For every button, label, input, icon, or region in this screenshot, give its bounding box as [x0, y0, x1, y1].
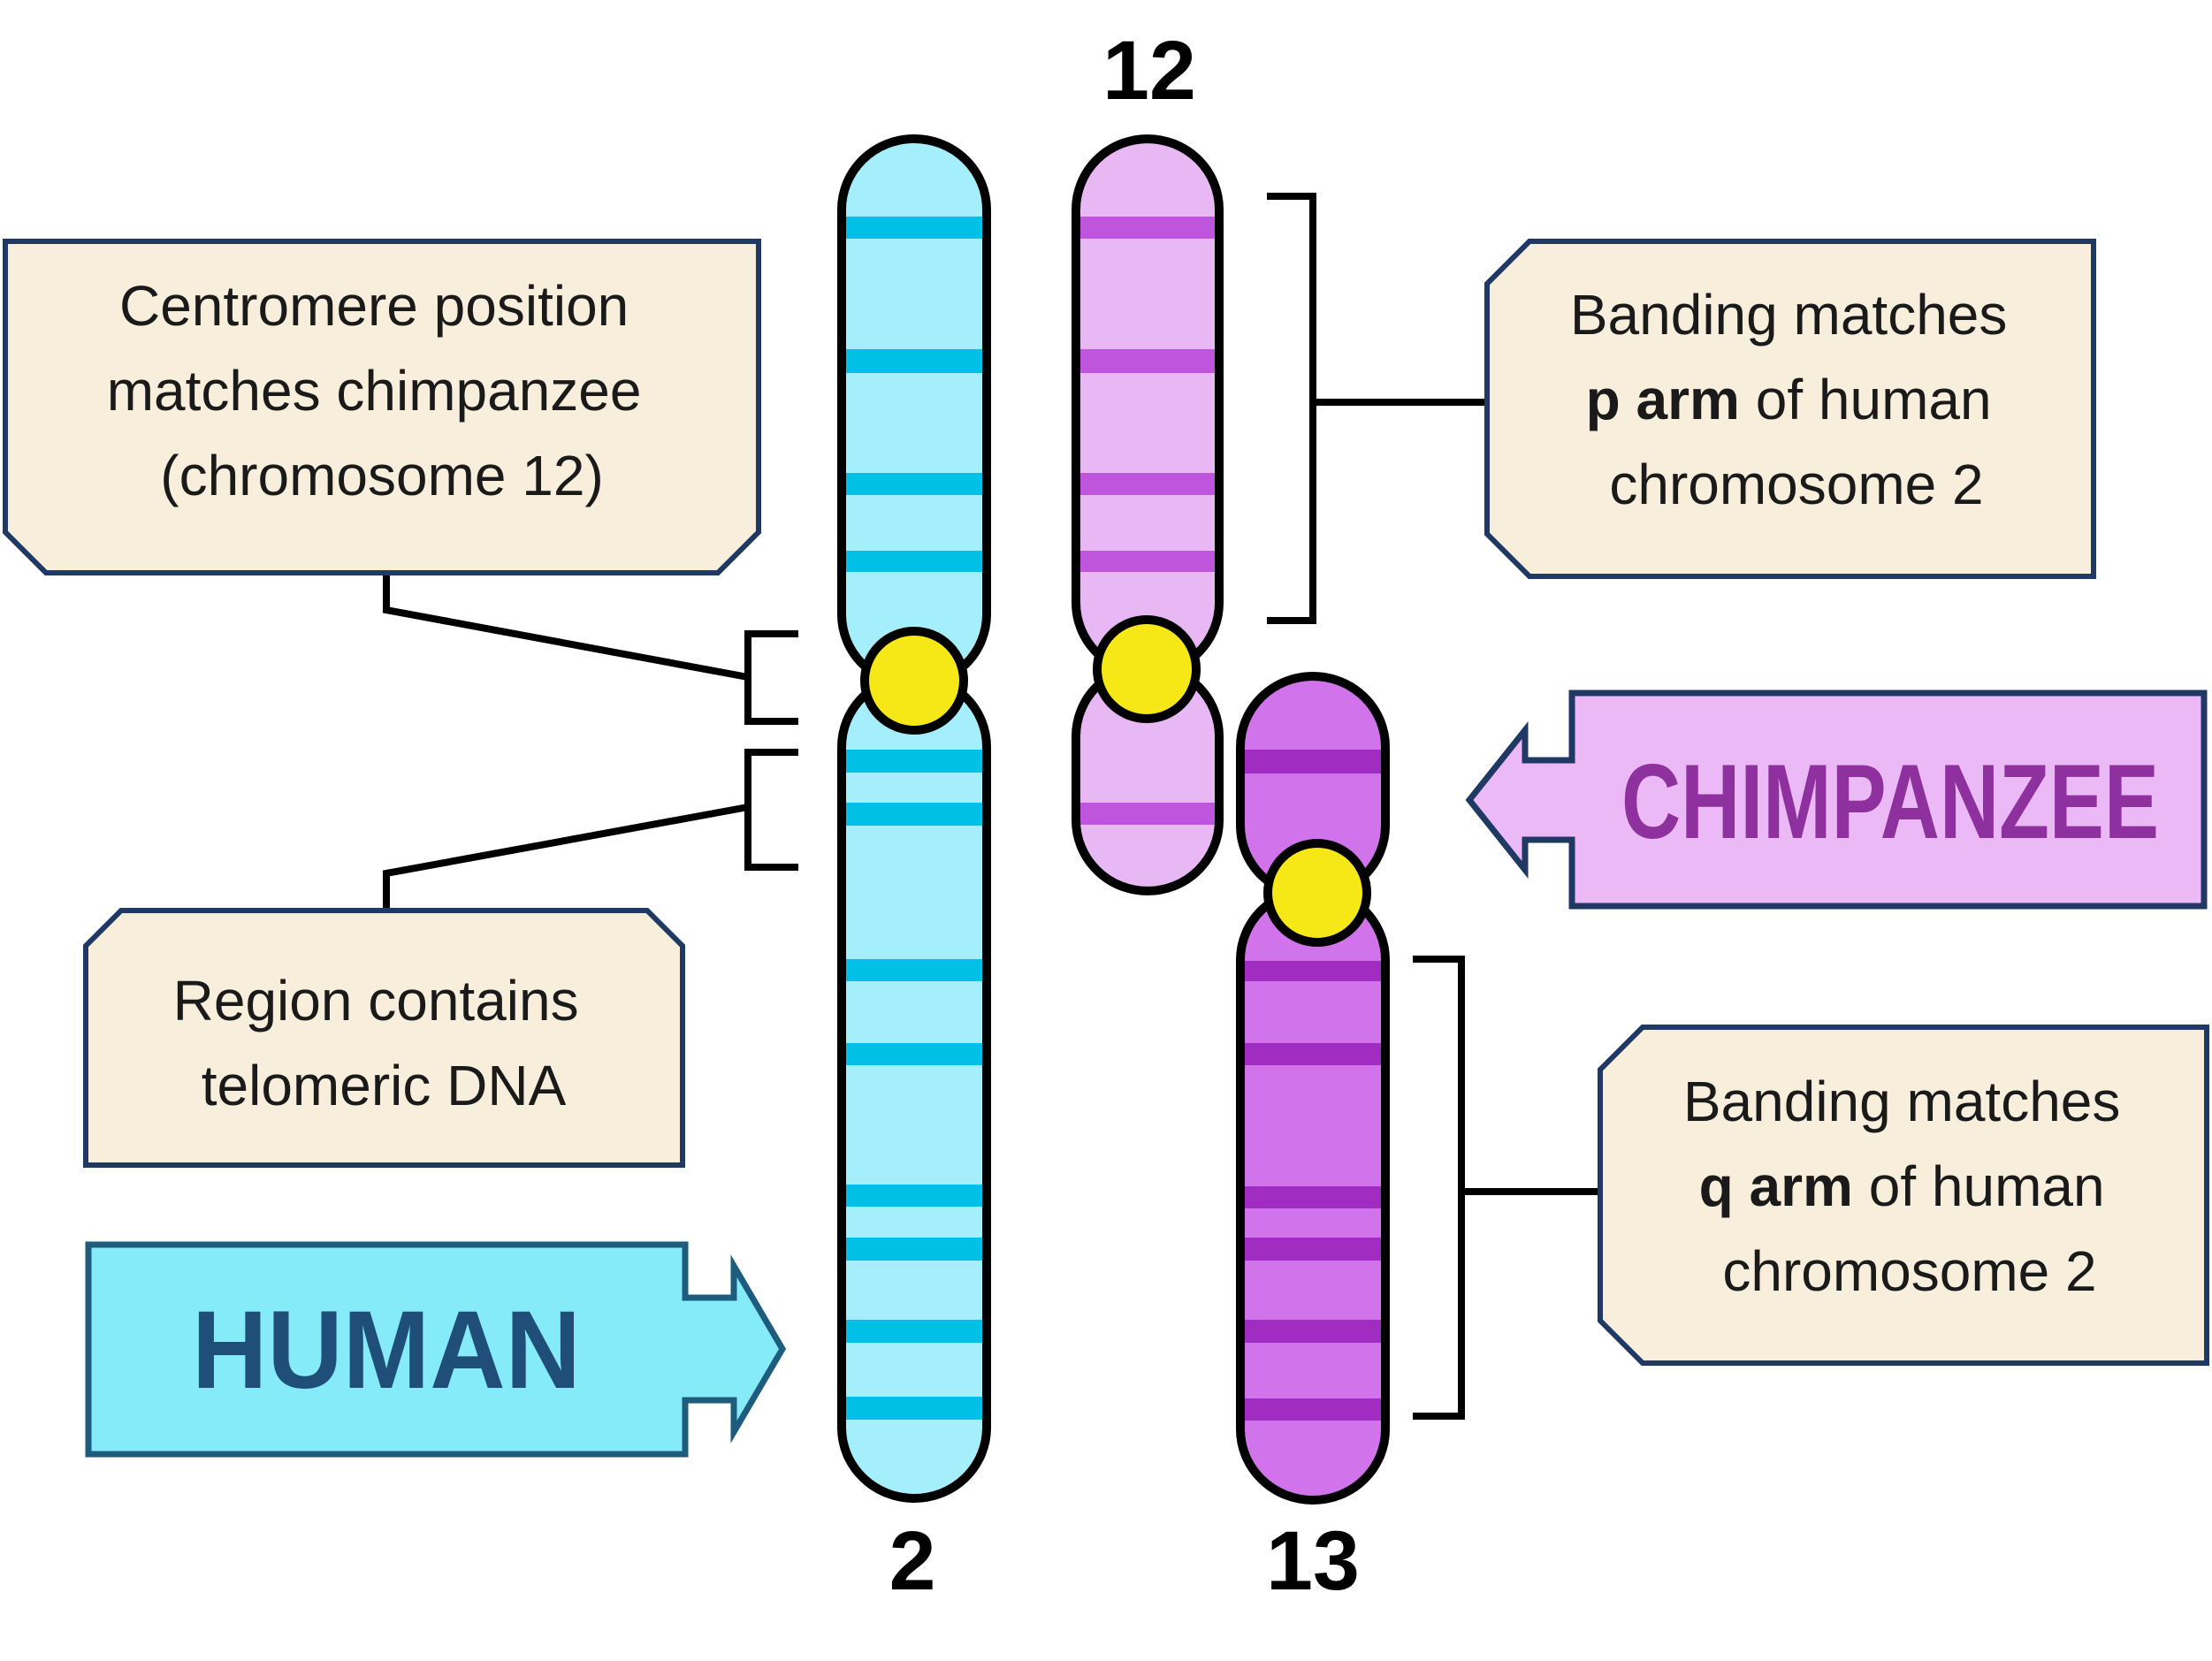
telomeric-callout-box: Region contains telomeric DNA — [83, 908, 685, 1168]
chromosome-band — [1240, 961, 1385, 981]
chimpanzee-arrow-label: CHIMPANZEE — [1465, 690, 2208, 910]
chromosome-band — [1240, 1043, 1385, 1065]
chromosome-band — [842, 551, 987, 572]
telomeric-callout-shape — [83, 908, 685, 1168]
chromosome-band — [1240, 1238, 1385, 1261]
human-arrow-text: HUMAN — [192, 1289, 581, 1412]
telomeric-callout-text: Region contains telomeric DNA — [173, 969, 595, 1117]
centromere-callout-shape — [3, 239, 761, 575]
chromosome-band — [1240, 1398, 1385, 1421]
banding-p-callout-shape — [1484, 239, 2096, 579]
p-arm-bracket — [1267, 193, 1316, 624]
chromosome-chr12 — [1072, 134, 1224, 895]
chimpanzee-arrow-shape — [1465, 690, 2208, 910]
chromosome-band — [1076, 473, 1219, 495]
chromosome-chr13 — [1236, 672, 1390, 1505]
chromosome-band — [842, 1043, 987, 1065]
telomeric-region-bracket — [744, 749, 798, 871]
chromosome-band — [842, 349, 987, 373]
centromere-callout-box: Centromere position matches chimpanzee (… — [3, 239, 761, 575]
chromosome-band — [1240, 1186, 1385, 1208]
telomeric-callout-line — [383, 804, 749, 911]
chromosome-band — [1076, 551, 1219, 572]
chromosome-band — [842, 1397, 987, 1420]
centromere-chr12 — [1093, 615, 1201, 723]
chromosome-band — [842, 1320, 987, 1343]
chromosome-band — [1240, 1320, 1385, 1343]
chromosome-arm — [1240, 676, 1385, 896]
chromosome-band — [842, 217, 987, 239]
banding-q-callout-box: Banding matches q arm of human chromosom… — [1598, 1025, 2209, 1366]
chromosome-band — [842, 1238, 987, 1261]
chromosome-band — [1076, 803, 1219, 825]
callout-lines — [383, 193, 1602, 1420]
centromere-callout-line — [383, 573, 749, 681]
chromosome-band — [1076, 217, 1219, 239]
centromere-region-bracket — [744, 630, 798, 725]
chromosome-band — [842, 750, 987, 773]
human-arrow-label: HUMAN — [85, 1241, 787, 1458]
chr2-number-label: 2 — [889, 1514, 936, 1608]
chromosomes-layer — [837, 134, 1390, 1505]
banding-p-callout-box: Banding matches p arm of human chromosom… — [1484, 239, 2096, 579]
chromosome-chr2 — [837, 134, 991, 1503]
human-arrow-shape — [85, 1241, 787, 1458]
centromere-chr2 — [860, 627, 968, 735]
chromosome-arm — [1076, 666, 1219, 891]
chromosome-arm — [842, 139, 987, 685]
chromosome-band — [1076, 349, 1219, 373]
banding-p-callout-text: Banding matches p arm of human chromosom… — [1570, 283, 2023, 516]
chromosome-band — [842, 959, 987, 981]
chromosome-band — [842, 473, 987, 495]
centromere-chr13 — [1263, 839, 1371, 947]
chromosome-arm — [842, 676, 987, 1498]
q-arm-bracket — [1413, 956, 1465, 1420]
chromosome-band — [1240, 750, 1385, 773]
banding-q-callout-text: Banding matches q arm of human chromosom… — [1683, 1070, 2136, 1303]
centromere-callout-text: Centromere position matches chimpanzee (… — [107, 274, 658, 507]
chr13-number-label: 13 — [1266, 1514, 1360, 1608]
chromosome-arm — [1076, 139, 1219, 674]
chimpanzee-arrow-text: CHIMPANZEE — [1621, 743, 2159, 861]
chromosome-band — [842, 1185, 987, 1207]
chromosome-band — [842, 803, 987, 826]
chr12-number-label: 12 — [1102, 24, 1196, 118]
banding-q-callout-shape — [1598, 1025, 2209, 1366]
